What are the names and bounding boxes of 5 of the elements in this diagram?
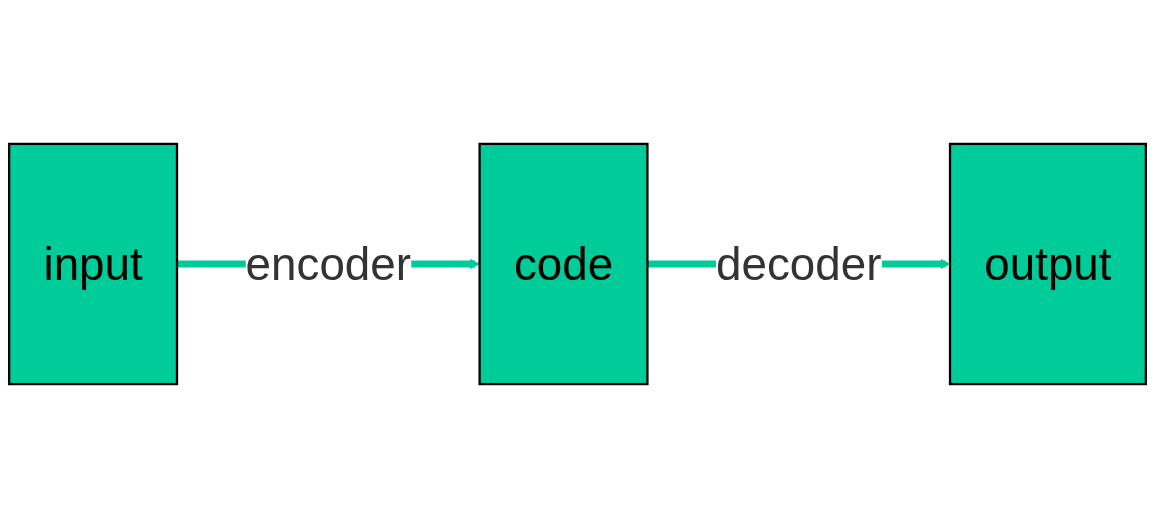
node-box: code [478, 142, 649, 386]
node-box: input [8, 142, 179, 386]
edge-label: encoder [245, 238, 411, 290]
edge-label: decoder [716, 238, 882, 290]
node-box: output [948, 142, 1147, 386]
